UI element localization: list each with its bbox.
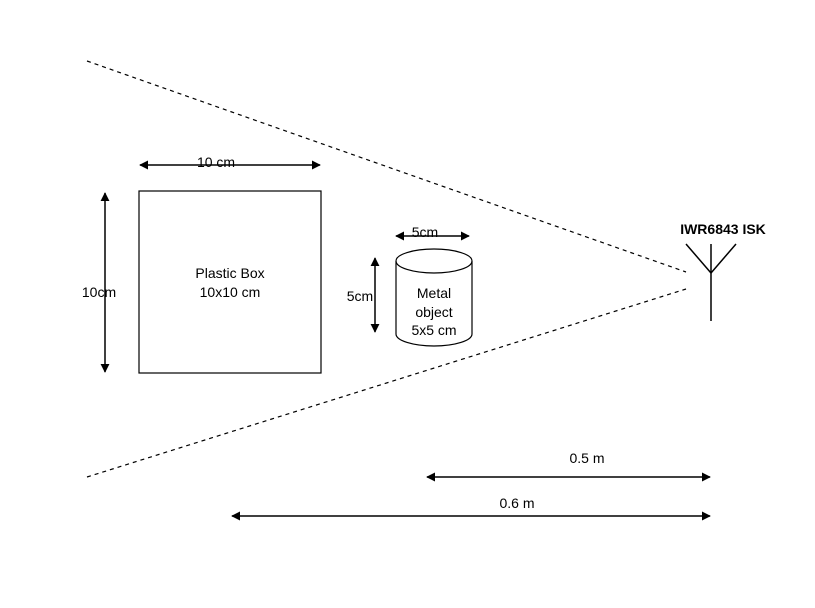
metal-object-height-label: 5cm [347,288,373,304]
metal-cylinder-body [395,261,473,347]
antenna-icon [685,243,737,321]
plastic-box-label-line2: 10x10 cm [200,284,261,300]
metal-object-label-line3: 5x5 cm [411,322,456,338]
plastic-box [138,190,322,374]
metal-object-label-line2: object [415,304,452,320]
distance-far-label: 0.6 m [499,495,534,511]
metal-object-label-line1: Metal [417,285,451,301]
plastic-box-width-label: 10 cm [197,154,235,170]
metal-cylinder-top [395,248,473,274]
plastic-box-label-line1: Plastic Box [195,265,264,281]
sensor-label: IWR6843 ISK [680,221,766,237]
fov-upper-line [86,60,687,273]
metal-object-width-label: 5cm [412,224,438,240]
fov-lower-line [86,288,687,478]
distance-near-label: 0.5 m [569,450,604,466]
plastic-box-height-label: 10cm [82,284,116,300]
